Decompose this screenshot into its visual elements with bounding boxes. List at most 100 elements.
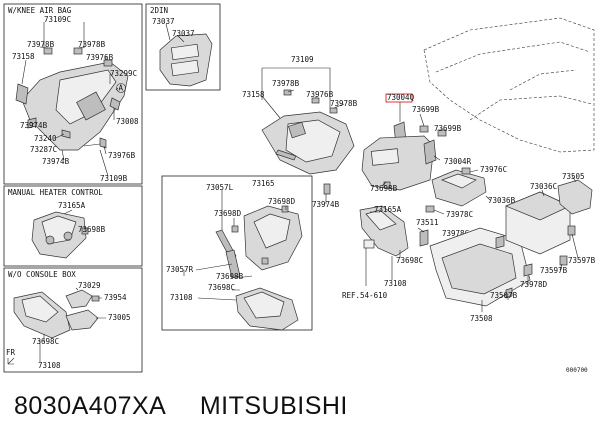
clip-73698b-b xyxy=(261,257,269,265)
label-73597b-b: 73597B xyxy=(540,266,568,275)
label-73698d: 73698D xyxy=(268,197,296,206)
label-73036c: 73036C xyxy=(530,182,557,191)
label-callout-a: A xyxy=(119,84,124,93)
label-73698c-b: 73698C xyxy=(208,283,235,292)
clip-73698d-b xyxy=(281,205,289,213)
label-ref: REF.54-610 xyxy=(342,291,388,300)
front-arrow xyxy=(7,357,15,365)
label-73029: 73029 xyxy=(78,281,101,290)
dashboard-body xyxy=(423,17,595,153)
dashboard-outline xyxy=(423,17,595,153)
glovebox-upper-leaders xyxy=(433,169,491,215)
label-73037-b: 73037 xyxy=(172,29,195,38)
console-panel-face xyxy=(21,295,59,323)
label-73976b-c: 73976B xyxy=(306,90,334,99)
clip-c xyxy=(103,59,113,67)
part-caption: 8030A407XA MITSUBISHI xyxy=(14,392,594,440)
dashboard-line-c xyxy=(509,69,577,91)
label-73158-b: 73158 xyxy=(242,90,265,99)
label-73698c-c: 73698C xyxy=(32,337,59,346)
clip-73954 xyxy=(91,295,100,302)
label-73978b-b: 73978B xyxy=(78,40,106,49)
label-73698c-a: 73698C xyxy=(396,256,423,265)
console-box-parts xyxy=(13,287,106,362)
brand-name: MITSUBISHI xyxy=(199,392,348,420)
frame-knee-airbag xyxy=(3,3,143,185)
clip-73698d-a xyxy=(231,225,239,233)
lower-center-clip xyxy=(363,239,375,249)
label-73109b: 73109B xyxy=(100,174,128,183)
label-73505: 73505 xyxy=(562,172,585,181)
center-face-slot xyxy=(370,148,400,166)
clip-73699b-a xyxy=(419,125,429,133)
section-header-manual-heater: MANUAL HEATER CONTROL xyxy=(8,188,103,197)
dashboard-line-b xyxy=(469,95,593,121)
right-box-parts xyxy=(505,175,593,271)
section-header-knee-airbag: W/KNEE AIR BAG xyxy=(8,6,72,15)
vent-leaders xyxy=(381,102,443,187)
frame-2din xyxy=(145,3,221,91)
bracket-73505 xyxy=(557,179,593,215)
part-73511 xyxy=(419,229,429,247)
glovebox-tray-top xyxy=(441,173,477,189)
clip-73978c-a xyxy=(425,205,435,213)
glovebox-lid-inner xyxy=(441,243,517,295)
right-box-leaders xyxy=(541,175,579,271)
two-din-parts xyxy=(159,23,213,87)
clip-73597b-b xyxy=(559,255,568,266)
tray-73029 xyxy=(65,289,93,309)
label-73698b-a: 73698B xyxy=(370,184,398,193)
label-73699b-b: 73699B xyxy=(434,124,462,133)
main-trim-strip xyxy=(275,149,297,161)
label-73240: 73240 xyxy=(34,134,57,143)
glovebox-lid xyxy=(429,227,533,312)
main-center-panel xyxy=(261,67,355,204)
label-73507b: 73507B xyxy=(490,291,518,300)
clip-73597b-a xyxy=(567,225,576,236)
label-73974b-b: 73974B xyxy=(42,157,70,166)
frame-lower-panel xyxy=(161,175,313,331)
lower-panel-73108-face xyxy=(243,291,285,319)
label-73976b-a: 73976B xyxy=(86,53,114,62)
label-73057r: 73057R xyxy=(166,265,194,274)
switch-panel xyxy=(76,91,106,121)
main-clip-a xyxy=(283,89,292,96)
label-73299c: 73299C xyxy=(110,69,137,78)
label-73597b-a: 73597B xyxy=(568,256,596,265)
label-73978d: 73978D xyxy=(520,280,548,289)
main-leaders xyxy=(261,89,345,204)
clip-73287c xyxy=(61,129,71,139)
main-clip-c xyxy=(329,107,338,114)
lower-panel-parts xyxy=(183,190,303,331)
two-din-slot-top xyxy=(170,43,200,61)
side-trim-73057r xyxy=(225,249,241,279)
side-clip xyxy=(15,83,29,105)
label-73508: 73508 xyxy=(470,314,493,323)
two-din-bezel xyxy=(159,33,213,87)
section-header-2din: 2DIN xyxy=(150,6,168,15)
label-73978c-a: 73978C xyxy=(446,210,473,219)
two-din-slot-bottom xyxy=(170,59,200,77)
label-73976b-b: 73976B xyxy=(108,151,136,160)
label-73109: 73109 xyxy=(291,55,314,64)
label-73037-a: 73037 xyxy=(152,17,175,26)
knee-airbag-parts xyxy=(15,22,129,177)
clip-73507b xyxy=(505,287,513,299)
label-73974b-c: 73974B xyxy=(312,200,340,209)
dashboard-line-a xyxy=(435,41,591,73)
lower-panel-73165-face xyxy=(253,213,291,249)
label-73978b-a: 73978B xyxy=(27,40,55,49)
label-73108-b: 73108 xyxy=(170,293,193,302)
bracket-73008 xyxy=(109,97,121,111)
label-73165: 73165 xyxy=(252,179,275,188)
front-arrow-icon xyxy=(7,357,15,365)
part-number: 8030A407XA xyxy=(14,392,167,420)
label-73978c-b: 73978C xyxy=(442,229,469,238)
main-switch xyxy=(288,121,306,139)
two-din-leaders xyxy=(165,23,185,43)
label-73698b-b: 73698B xyxy=(216,272,244,281)
label-73036b: 73036B xyxy=(488,196,516,205)
section-frames xyxy=(3,3,313,373)
lower-panel-leaders xyxy=(183,190,287,301)
vent-parts xyxy=(361,93,447,191)
